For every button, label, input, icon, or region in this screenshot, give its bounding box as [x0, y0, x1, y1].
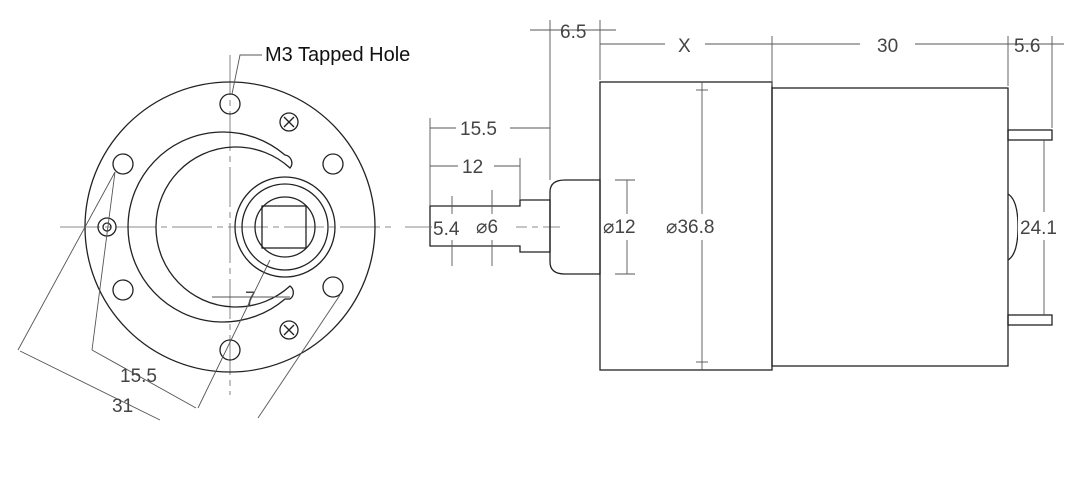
callout-label: M3 Tapped Hole [265, 44, 410, 66]
motor-body [771, 87, 1009, 367]
front-view: M3 Tapped Hole 7 15.5 31 [17, 44, 410, 421]
boss-diameter-label: ⌀12 [603, 217, 636, 238]
flat-dimension-label: 5.4 [433, 219, 460, 240]
crescent-cutout [127, 131, 294, 323]
body-diameter-label: ⌀36.8 [666, 217, 714, 238]
mounting-hole-bottom [219, 339, 241, 361]
boss-length-label: 6.5 [560, 22, 586, 43]
boss-inner-circle [241, 183, 329, 271]
outer-pcd-dimension-label: 31 [112, 396, 133, 417]
terminal-top [1007, 129, 1053, 141]
screw-head-top-right [279, 112, 299, 132]
motor-length-label: 30 [877, 36, 898, 57]
inner-pcd-dimension-line [91, 349, 197, 409]
mounting-hole-lower-right [322, 276, 344, 298]
shaft-circle [254, 196, 316, 258]
gearbox-length-label: X [678, 36, 691, 57]
inner-pcd-extension-left [91, 171, 116, 351]
terminal-bottom [1007, 314, 1053, 326]
screw-head-bottom-right [279, 320, 299, 340]
mounting-hole-upper-right [322, 153, 344, 175]
outer-pcd-extension-left [17, 171, 116, 351]
shaft-flat-label: 12 [462, 157, 483, 178]
callout-leader-line [231, 54, 262, 95]
terminal-span-label: 24.1 [1020, 218, 1057, 239]
outer-pcd-dimension-line [19, 350, 161, 421]
terminal-length-label: 5.6 [1014, 36, 1040, 57]
side-view: 24.1 6.5 X 30 5.6 15.5 12 5. [405, 20, 1070, 371]
inner-pcd-extension-right [197, 259, 271, 409]
shaft-diameter-label: ⌀6 [476, 217, 498, 238]
shaft-total-label: 15.5 [460, 119, 497, 140]
outer-pcd-extension-right [257, 294, 341, 419]
inner-pcd-dimension-label: 15.5 [120, 366, 157, 387]
mounting-hole-top [219, 93, 241, 115]
mounting-hole-upper-left [112, 153, 134, 175]
motor-end-cap [1007, 193, 1019, 261]
boss-outer-circle [234, 176, 336, 278]
shaft-flat-square [261, 205, 307, 249]
mounting-hole-lower-left [112, 279, 134, 301]
